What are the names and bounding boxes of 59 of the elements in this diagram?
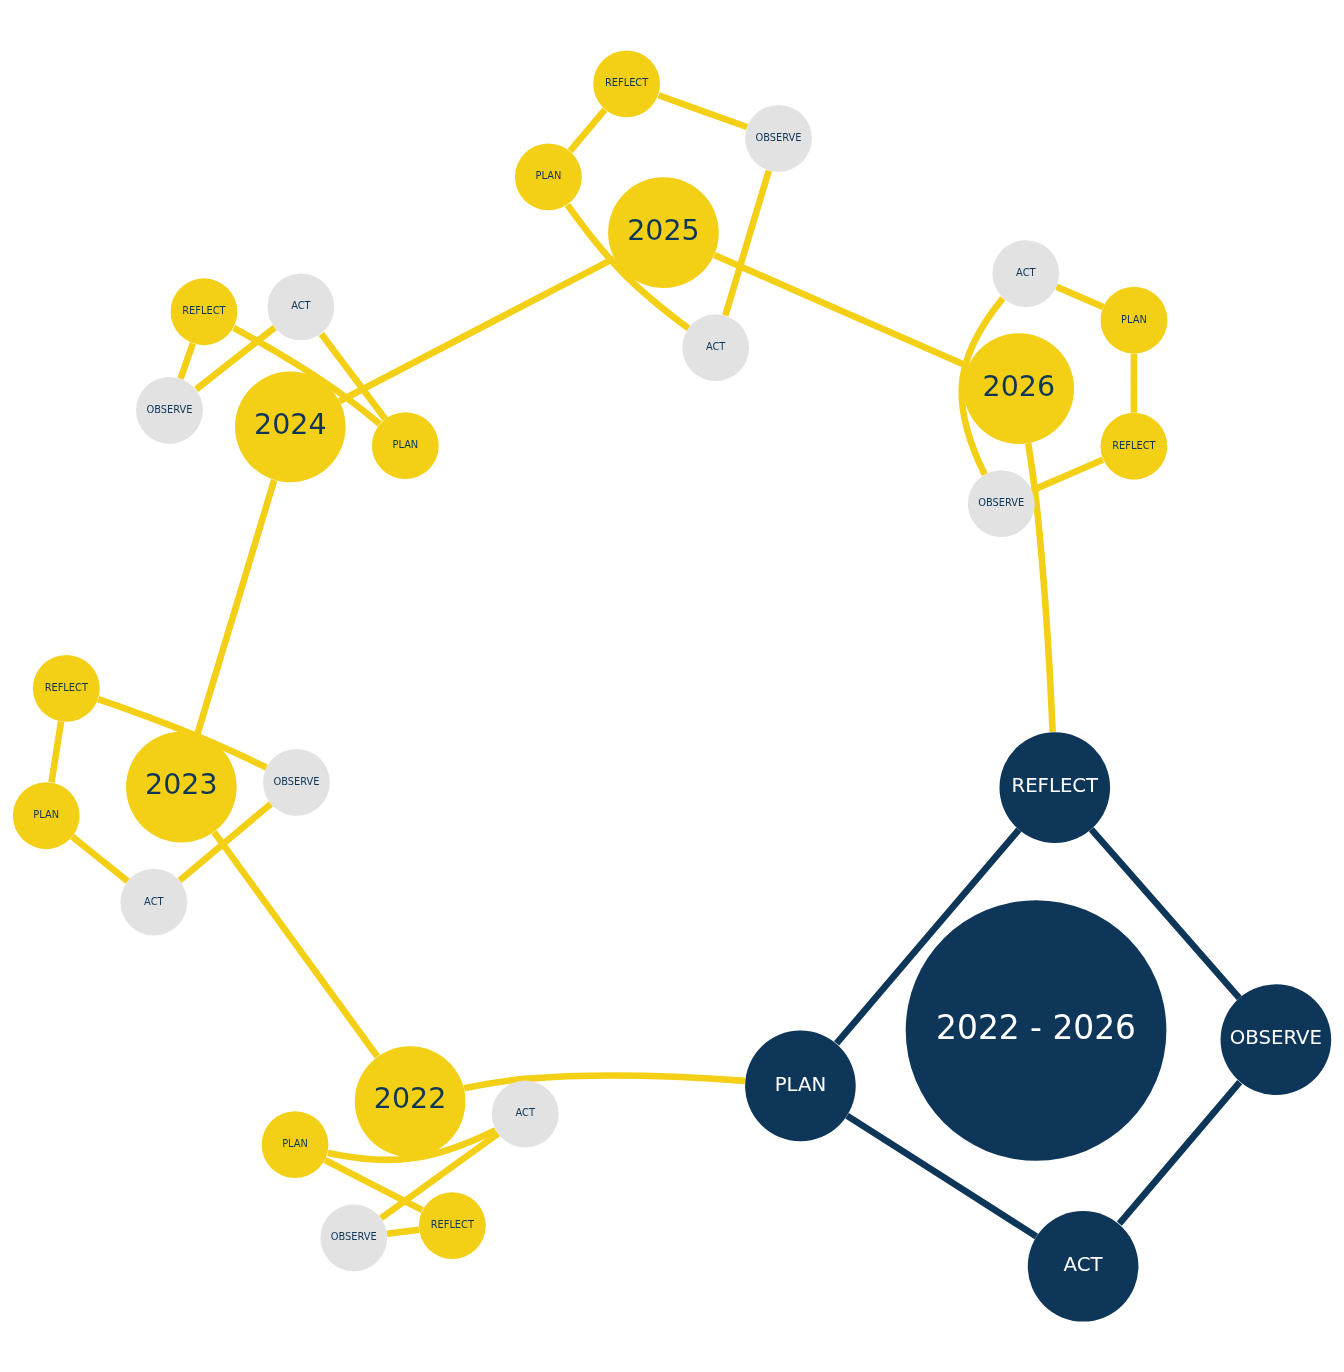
node-circle: ACT (491, 1080, 559, 1148)
node-circle: OBSERVE (263, 748, 330, 816)
connector (318, 332, 388, 421)
connector (1088, 827, 1242, 1001)
connector (1024, 442, 1056, 733)
connector (564, 202, 691, 331)
node-circle: 2026 (963, 333, 1075, 444)
connector (567, 107, 608, 154)
connector (177, 801, 273, 883)
connector (1030, 456, 1105, 494)
node-circle: PLAN (12, 782, 80, 850)
connector (323, 1157, 424, 1214)
node-circle: ACT (992, 240, 1060, 307)
connector (194, 324, 277, 392)
connector (958, 296, 1006, 476)
connector (722, 169, 772, 317)
connector (845, 1112, 1039, 1240)
connector (463, 1072, 746, 1092)
node-circle: OBSERVE (745, 104, 812, 172)
connector (211, 830, 380, 1059)
connector (70, 834, 130, 884)
node-circle: OBSERVE (320, 1204, 388, 1272)
node-circle: OBSERVE (1220, 984, 1332, 1095)
node-circle: PLAN (1100, 286, 1168, 354)
node-circle: 2022 (354, 1046, 466, 1157)
connector (177, 342, 196, 380)
node-circle: REFLECT (418, 1192, 486, 1259)
node-circle: 2022 - 2026 (905, 900, 1167, 1161)
node-circle: 2025 (608, 177, 719, 288)
connector (97, 696, 268, 771)
node-circle: OBSERVE (967, 470, 1035, 538)
connector (327, 1127, 497, 1164)
node-circle: ACT (1027, 1211, 1139, 1322)
node-circle: OBSERVE (136, 376, 203, 444)
connector (657, 92, 749, 131)
node-circle: ACT (267, 273, 335, 341)
connector (1116, 1080, 1243, 1226)
connector (337, 255, 616, 405)
connector (232, 324, 382, 427)
node-circle: ACT (682, 314, 750, 382)
node-circle: REFLECT (170, 278, 238, 346)
node-circle: PLAN (371, 412, 439, 480)
node-circle: PLAN (261, 1111, 329, 1179)
node-circle: 2024 (235, 371, 346, 483)
connector (834, 827, 1022, 1046)
connector (379, 1130, 500, 1221)
connector (48, 721, 65, 783)
node-circle: PLAN (515, 143, 582, 211)
connector (1130, 353, 1138, 413)
node-circle: REFLECT (593, 50, 660, 118)
node-circle: REFLECT (999, 732, 1111, 843)
connector (386, 1226, 420, 1237)
node-circle: 2023 (126, 731, 237, 843)
node-circle: REFLECT (32, 654, 100, 722)
connector (194, 479, 278, 735)
node-circle: REFLECT (1100, 412, 1168, 480)
connector (1055, 283, 1105, 310)
node-circle: ACT (120, 868, 188, 936)
node-circle: PLAN (745, 1030, 856, 1142)
